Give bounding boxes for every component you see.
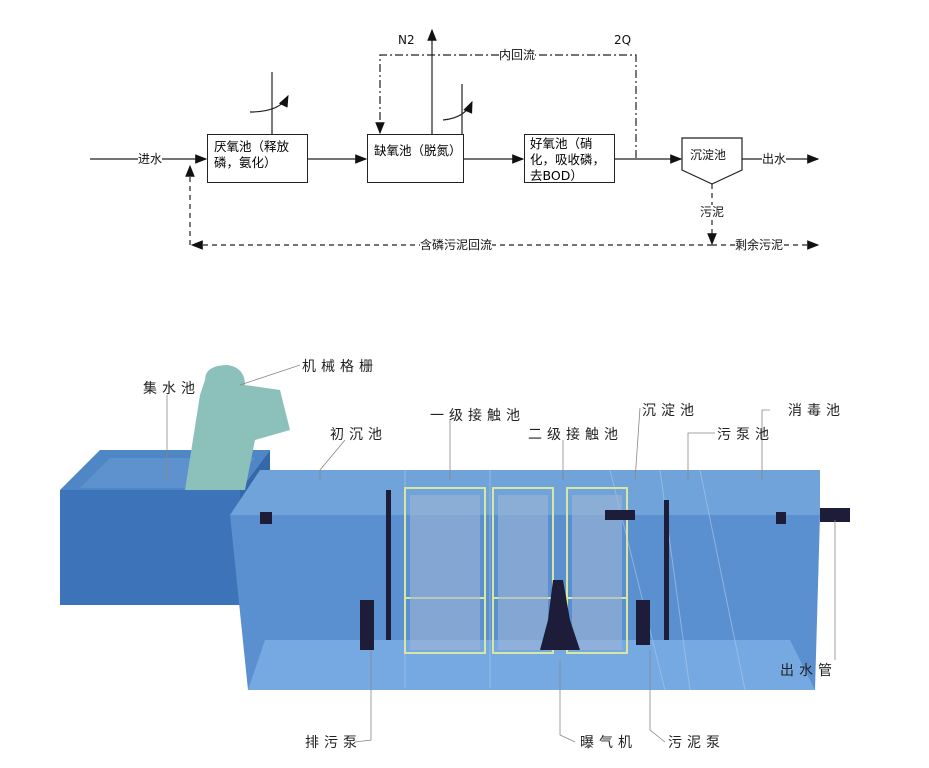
mechanical-screen xyxy=(185,365,290,490)
contact-1-label: 一级接触池 xyxy=(430,408,525,424)
outlet-label: 出水 xyxy=(762,152,787,166)
aerobic-tank-box: 好氧池（硝化，吸收磷，去BOD） xyxy=(524,134,615,183)
n2-label: N2 xyxy=(398,33,415,47)
sludge-pump-label: 污泥泵 xyxy=(668,735,725,751)
sludge-label: 污泥 xyxy=(700,205,725,219)
contact-2-label: 二级接触池 xyxy=(528,427,623,443)
primary-settling-label: 初沉池 xyxy=(330,427,387,443)
2q-label: 2Q xyxy=(614,33,632,47)
clarifier-shape xyxy=(681,137,743,185)
anaerobic-tank-box: 厌氧池（释放磷，氨化） xyxy=(207,134,308,183)
outlet-pipe-label: 出水管 xyxy=(780,663,837,679)
internal-recycle-label: 内回流 xyxy=(499,48,536,62)
drain-pump-label: 排污泵 xyxy=(305,735,362,751)
disinfection-label: 消毒池 xyxy=(788,403,845,419)
inlet-label: 进水 xyxy=(138,152,163,166)
aerator-label: 曝气机 xyxy=(580,735,637,751)
plant-3d xyxy=(60,364,850,743)
clarifier-label: 沉淀池 xyxy=(690,148,727,162)
anoxic-tank-box: 缺氧池（脱氮） xyxy=(367,134,464,183)
p-sludge-return-label: 含磷污泥回流 xyxy=(420,238,493,252)
sludge-pump-tank-label: 污泵池 xyxy=(717,427,774,443)
settling-label: 沉淀池 xyxy=(642,403,699,419)
screen-label: 机械格栅 xyxy=(302,359,378,375)
excess-sludge-label: 剩余污泥 xyxy=(735,238,784,252)
collection-tank-label: 集水池 xyxy=(143,381,200,397)
